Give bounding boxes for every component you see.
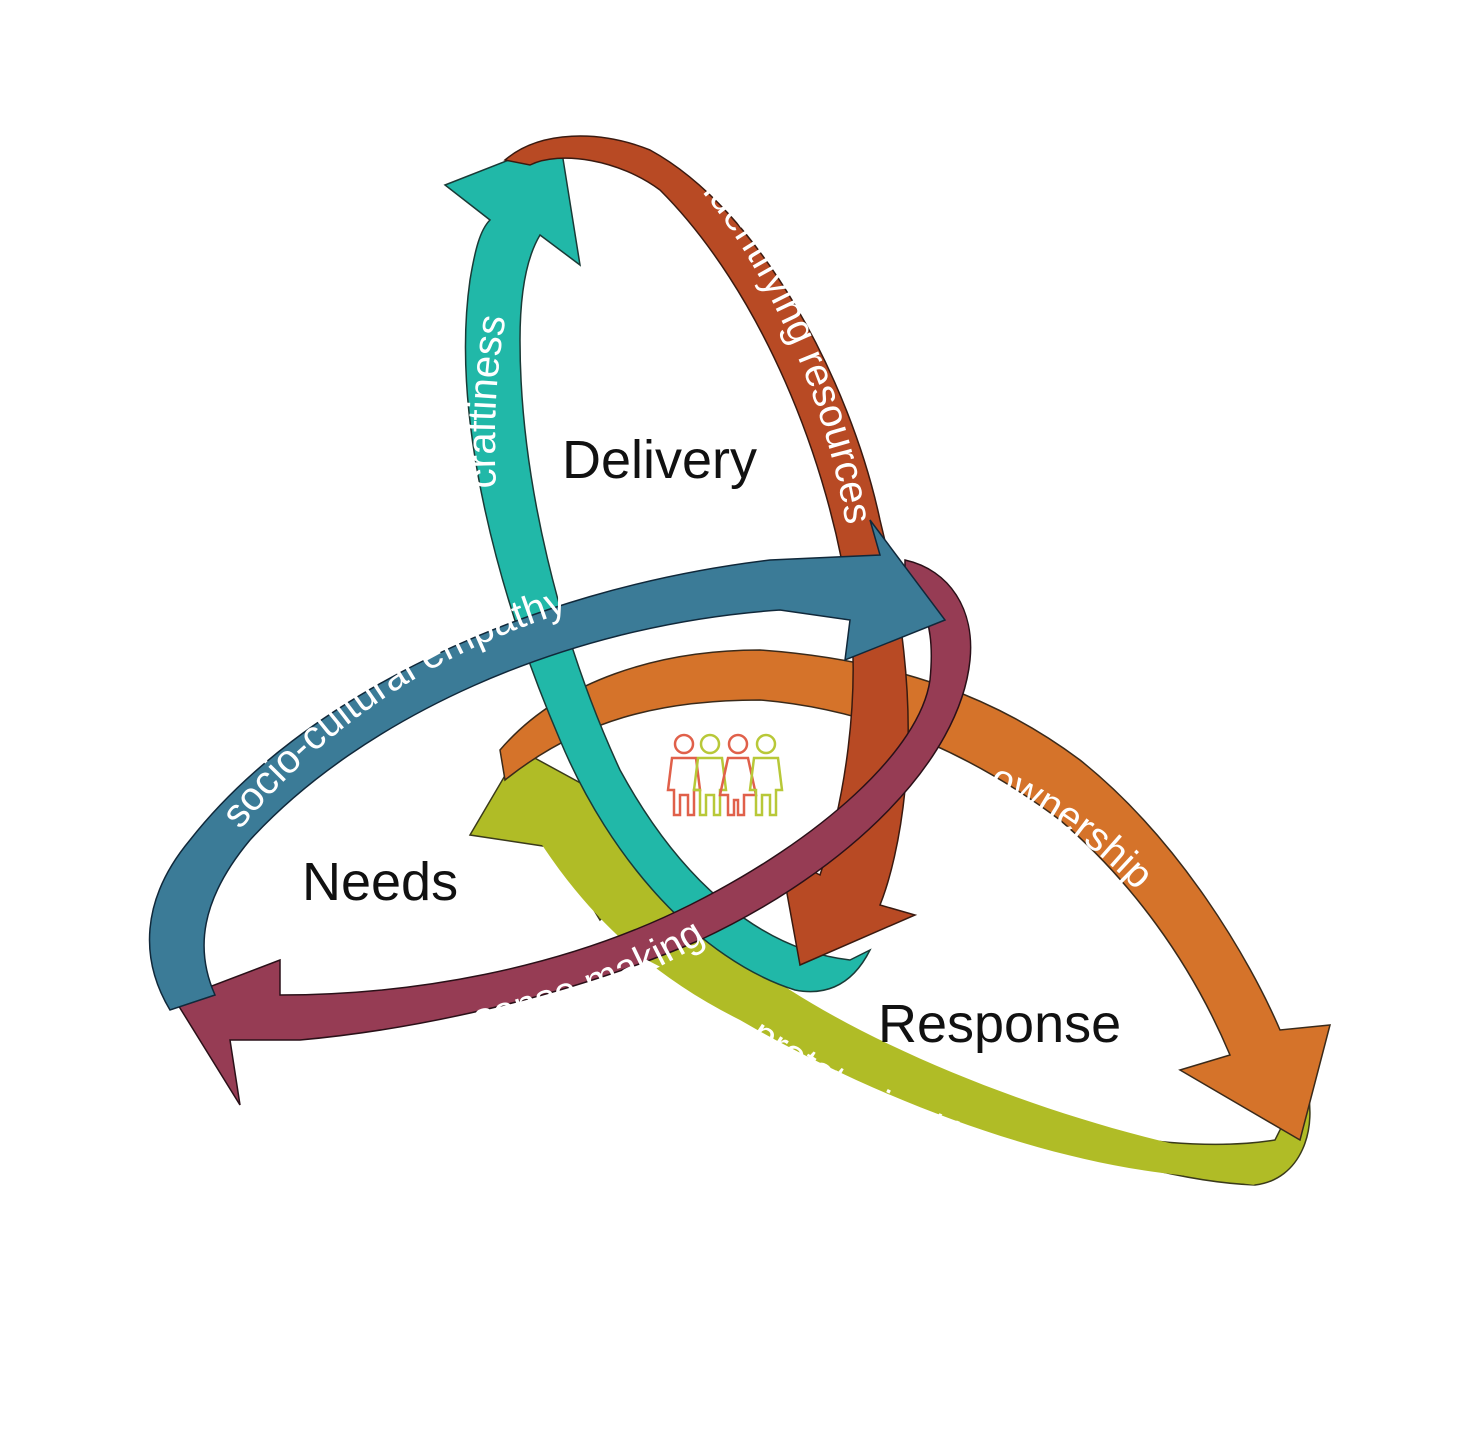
needs-label: Needs	[302, 852, 458, 912]
delivery-label: Delivery	[562, 430, 757, 490]
people-group-icon	[666, 733, 784, 817]
identifying-resources-arrow	[503, 135, 918, 967]
socio-cultural-empathy-arrow	[148, 519, 947, 1011]
sense-making-arrow	[173, 559, 972, 1106]
prototyping-doing-body	[515, 790, 1255, 1185]
craftiness-arrow	[443, 138, 872, 993]
response-label: Response	[878, 994, 1121, 1054]
